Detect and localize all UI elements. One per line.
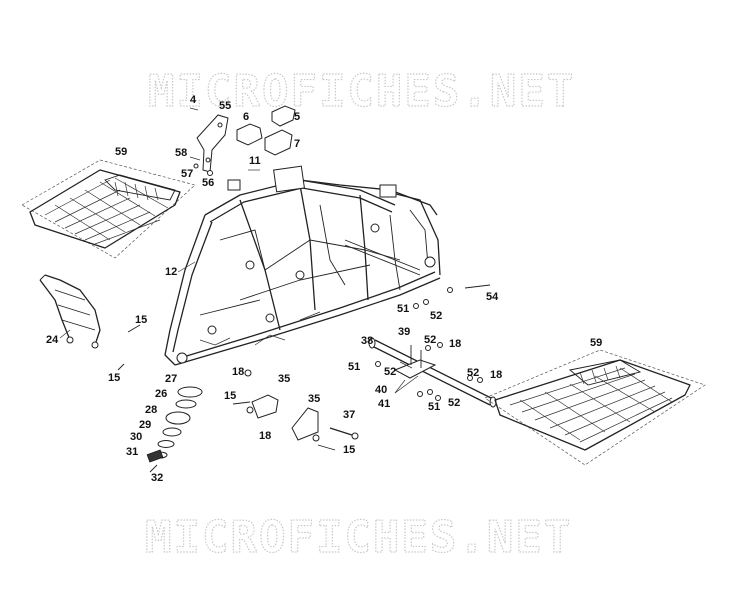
callout-label: 51 (428, 401, 440, 413)
callout-label: 6 (243, 111, 249, 123)
leader-lines (59, 261, 419, 394)
callout-label: 30 (130, 431, 142, 443)
callout-label: 40 (375, 384, 387, 396)
callout-label: 58 (175, 147, 187, 159)
upper-brackets (189, 105, 296, 176)
right-footrest (484, 349, 706, 466)
left-footrest (21, 159, 196, 259)
callout-label: 24 (46, 334, 59, 346)
callout-label: 18 (490, 369, 502, 381)
callout-label: 18 (259, 430, 271, 442)
callout-label: 11 (249, 155, 261, 167)
callout-label: 39 (398, 326, 410, 338)
callout-labels: 4 55 6 5 7 58 57 56 11 59 12 24 15 15 27… (46, 94, 602, 484)
callout-label: 5 (294, 111, 300, 123)
callout-label: 15 (224, 390, 236, 402)
callout-label: 57 (181, 168, 193, 180)
callout-label: 52 (384, 366, 396, 378)
callout-label: 7 (294, 138, 300, 150)
callout-label: 15 (343, 444, 355, 456)
callout-label: 32 (151, 472, 163, 484)
callout-label: 52 (430, 310, 442, 322)
callout-label: 37 (343, 409, 355, 421)
callout-label: 38 (361, 335, 373, 347)
callout-label: 55 (219, 100, 231, 112)
callout-label: 52 (467, 367, 479, 379)
callout-label: 18 (449, 338, 461, 350)
callout-label: 59 (590, 337, 602, 349)
callout-label: 4 (190, 94, 197, 106)
callout-label: 56 (202, 177, 214, 189)
callout-label: 18 (232, 366, 244, 378)
callout-label: 52 (448, 397, 460, 409)
callout-label: 15 (135, 314, 147, 326)
callout-label: 52 (424, 334, 436, 346)
callout-label: 35 (308, 393, 320, 405)
callout-label: 12 (165, 266, 177, 278)
watermark-bottom: MICROFICHES.NET (145, 512, 572, 563)
callout-label: 41 (378, 398, 390, 410)
callout-label: 54 (486, 291, 499, 303)
callout-label: 51 (348, 361, 360, 373)
fasteners (117, 284, 497, 451)
callout-label: 29 (139, 419, 151, 431)
callout-label: 27 (165, 373, 177, 385)
callout-label: 51 (397, 303, 409, 315)
watermark-top: MICROFICHES.NET (148, 66, 575, 117)
main-frame (164, 165, 441, 366)
callout-label: 28 (145, 404, 157, 416)
steering-bearing-stack (146, 386, 203, 473)
callout-label: 26 (155, 388, 167, 400)
callout-label: 35 (278, 373, 290, 385)
front-bumper (39, 274, 101, 349)
callout-label: 31 (126, 446, 138, 458)
callout-label: 15 (108, 372, 120, 384)
callout-label: 59 (115, 146, 127, 158)
